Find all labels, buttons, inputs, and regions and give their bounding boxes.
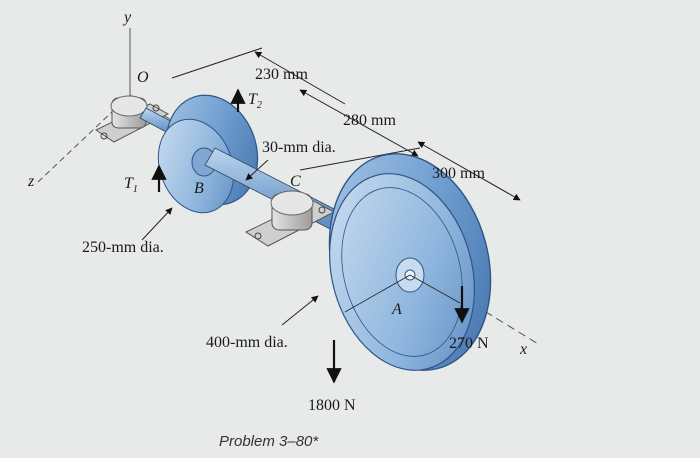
leader-lines [141,159,319,326]
label-dim-300: 300 mm [432,165,485,182]
label-point-a: A [391,301,402,318]
label-pulley-a-dia: 400-mm dia. [206,334,288,351]
label-pulley-b-dia: 250-mm dia. [82,239,164,256]
label-dim-230: 230 mm [255,66,308,83]
dim-230-extension [171,47,263,79]
label-force-1800: 1800 N [308,397,356,414]
leader-250-dia [141,207,173,241]
dimension-lines [171,47,521,201]
dim-280-line [299,89,419,157]
label-y-axis: y [122,9,132,26]
label-t2: T2 [248,91,262,111]
label-point-b: B [194,180,204,197]
label-x-axis: x [519,341,527,358]
dim-300-line [417,141,521,201]
bearing-c [244,190,336,247]
pulley-a [328,153,492,371]
leader-30-dia [245,159,269,181]
label-origin-o: O [137,69,149,86]
leader-400-dia [281,295,319,326]
label-force-270: 270 N [449,335,489,352]
label-shaft-dia: 30-mm dia. [262,139,336,156]
label-dim-280: 280 mm [343,112,396,129]
label-point-c: C [290,173,301,190]
label-t1: T1 [124,175,138,195]
label-z-axis: z [27,173,35,190]
figure-caption: Problem 3–80* [219,433,319,450]
dim-c-extension [299,147,421,171]
force-arrows [151,88,470,384]
